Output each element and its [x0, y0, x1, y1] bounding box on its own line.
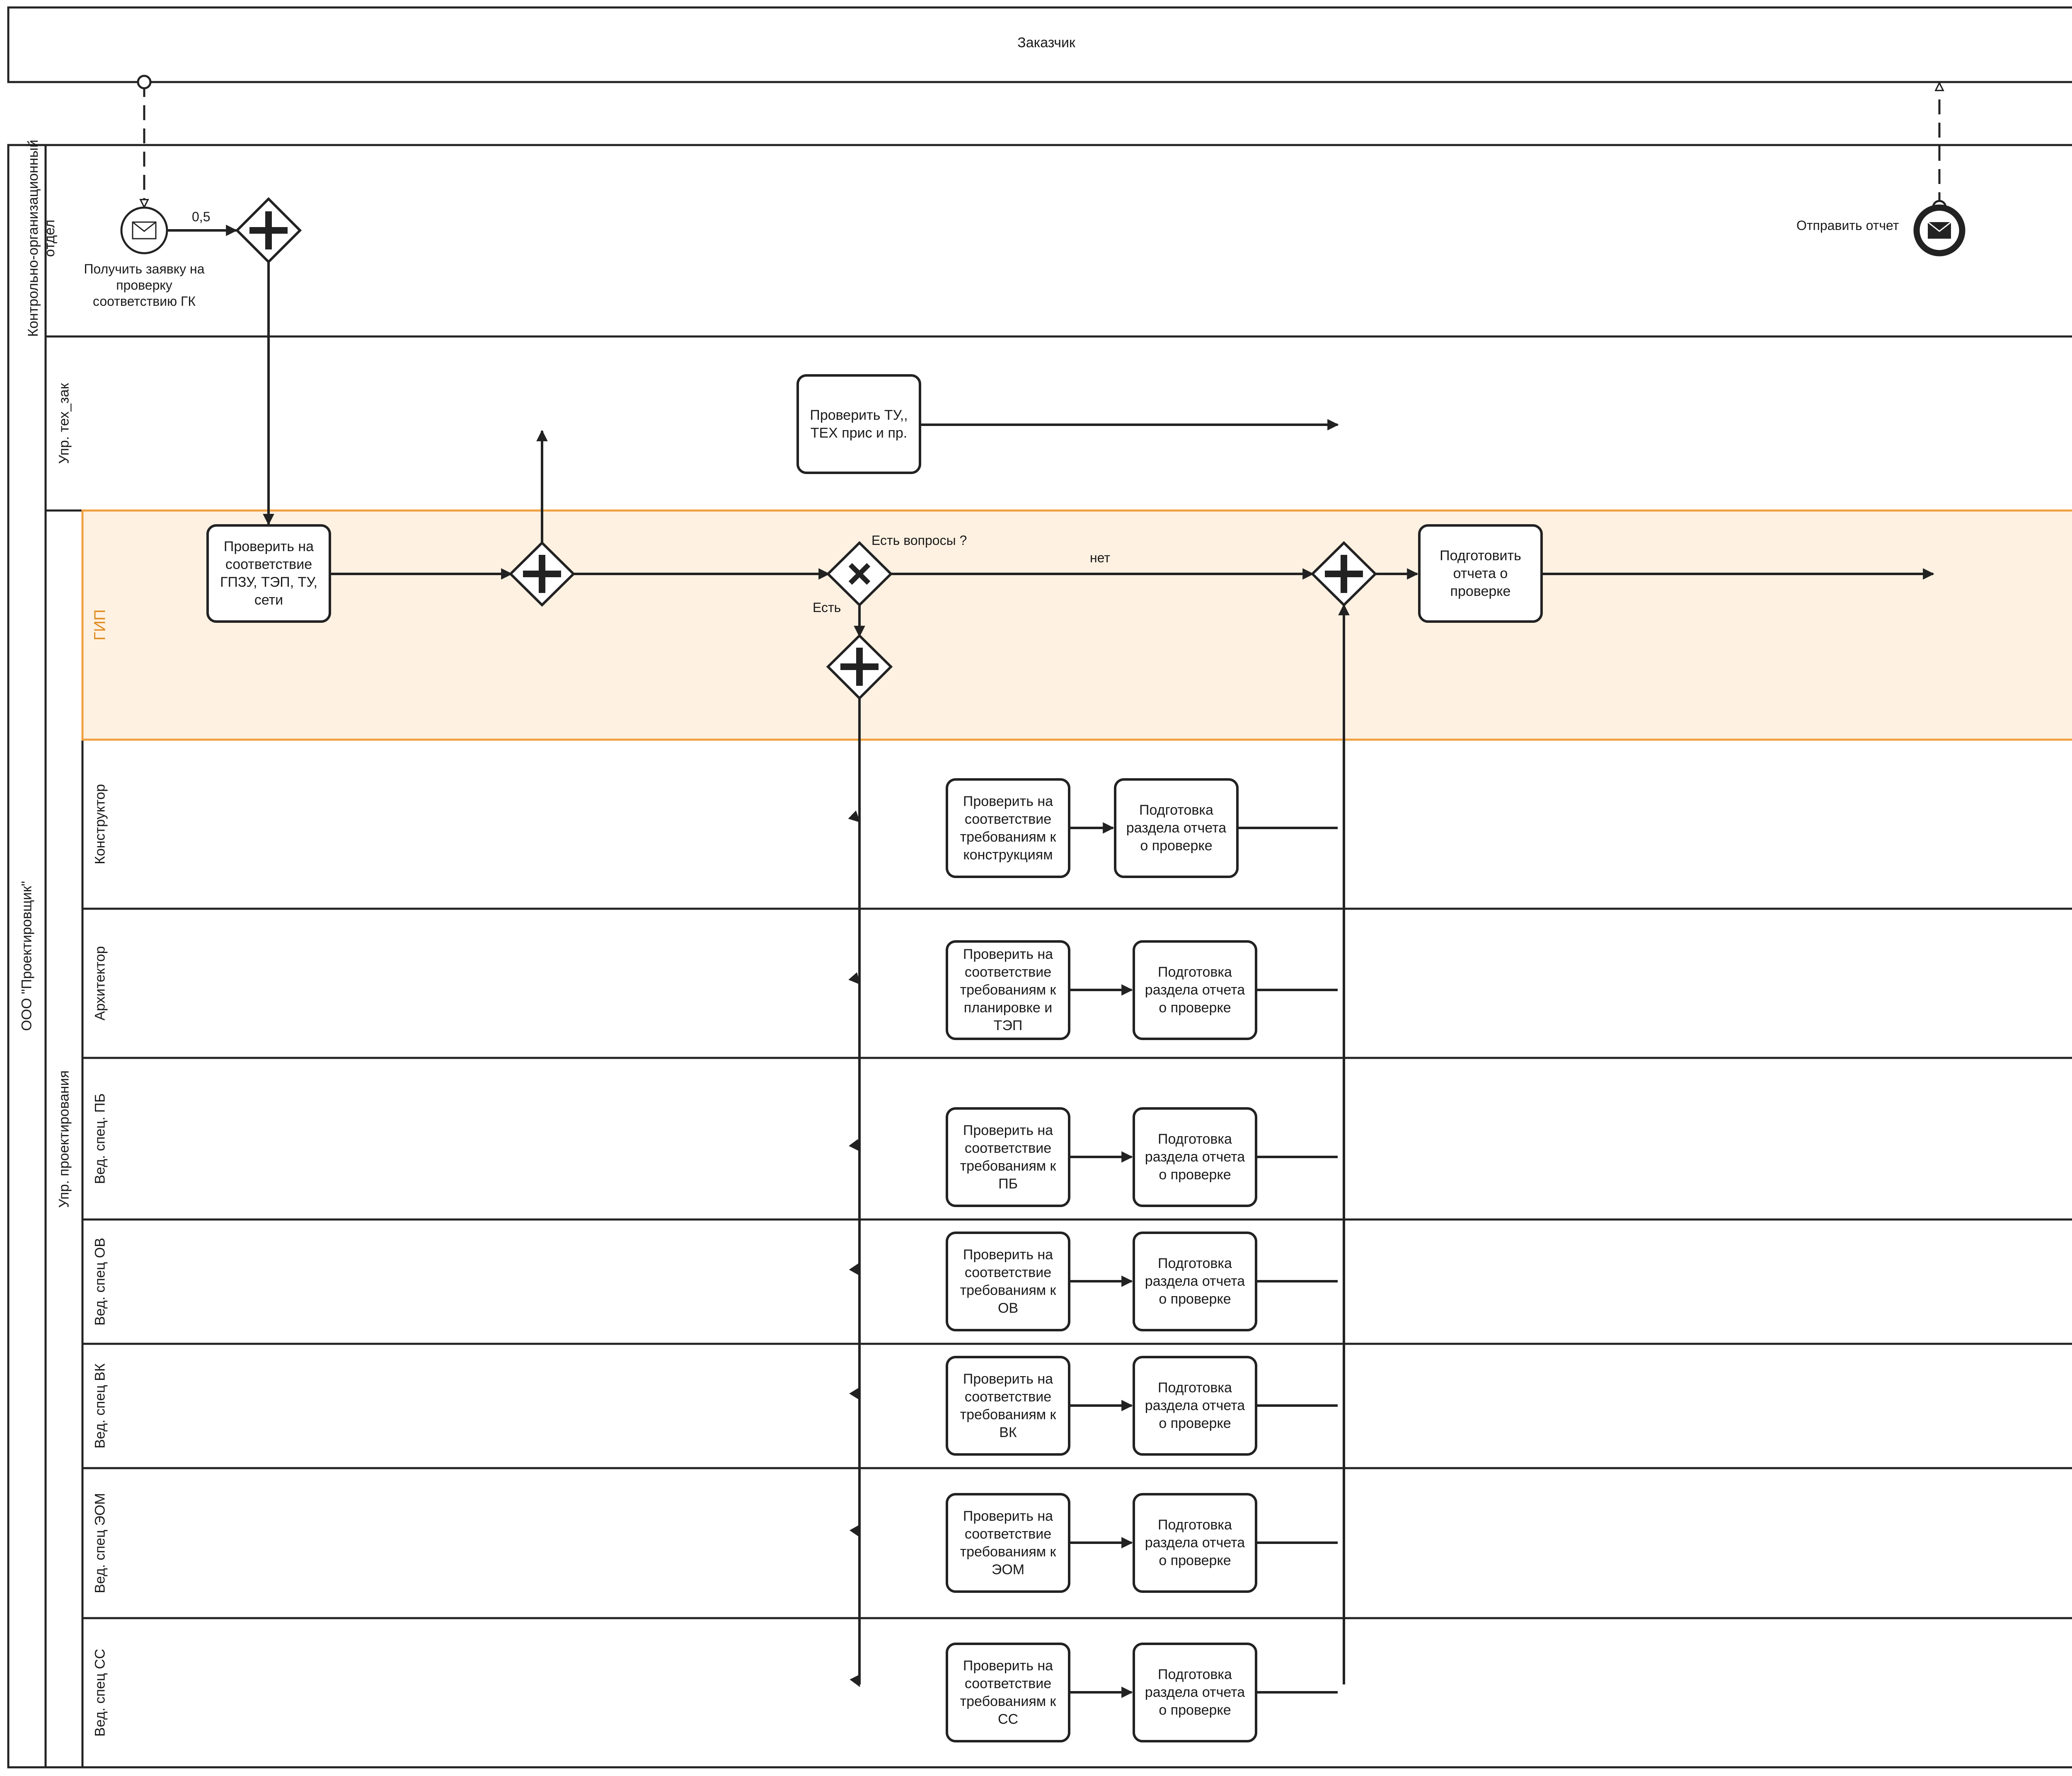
flow-weight-label: 0,5 — [192, 209, 211, 224]
lane-label-control: Контрольно-организационный отдел — [25, 139, 58, 338]
parallel-gateway-gip[interactable] — [508, 541, 576, 607]
lane-label-ov: Вед. спец ОВ — [92, 1238, 108, 1326]
filled-envelope-icon — [1927, 221, 1951, 239]
lane-label-architect: Архитектор — [92, 946, 108, 1021]
task-section-constructor[interactable]: Подготовка раздела отчета о проверке — [1114, 778, 1239, 878]
task-check-gpzu[interactable]: Проверить на соответствие ГПЗУ, ТЭП, ТУ,… — [206, 524, 331, 623]
parallel-gateway-join[interactable] — [1310, 541, 1377, 607]
task-check-vk[interactable]: Проверить на соответствие требованиям к … — [946, 1356, 1070, 1456]
lane-label-pb: Вед. спец. ПБ — [92, 1093, 108, 1184]
task-check-architecture[interactable]: Проверить на соответствие требованиям к … — [946, 940, 1070, 1040]
envelope-icon — [132, 221, 157, 240]
pool-company-label: ООО "Проектировщик" — [19, 881, 35, 1031]
lane-gip[interactable] — [81, 509, 2072, 741]
task-check-ss[interactable]: Проверить на соответствие требованиям к … — [946, 1643, 1070, 1742]
flow-no-label: нет — [1090, 550, 1111, 565]
task-check-eom[interactable]: Проверить на соответствие требованиям к … — [946, 1493, 1070, 1593]
lane-label-gip: ГИП — [91, 609, 109, 641]
task-section-ov[interactable]: Подготовка раздела отчета о проверке — [1133, 1232, 1257, 1331]
lane-label-control-text: Контрольно-организационный отдел — [25, 140, 58, 337]
lane-label-vk: Вед. спец ВК — [92, 1363, 108, 1449]
task-section-architect[interactable]: Подготовка раздела отчета о проверке — [1133, 940, 1257, 1040]
message-flow-origin — [137, 75, 152, 90]
task-check-constructions[interactable]: Проверить на соответствие требованиям к … — [946, 778, 1070, 878]
task-check-pb[interactable]: Проверить на соответствие требованиям к … — [946, 1107, 1070, 1207]
lane-label-ss: Вед. спец СС — [92, 1649, 108, 1737]
task-section-eom[interactable]: Подготовка раздела отчета о проверке — [1133, 1493, 1257, 1593]
lane-label-tech: Упр. тех_зак — [56, 383, 72, 464]
pool-customer-label: Заказчик — [1017, 35, 1075, 51]
gateway-question-label: Есть вопросы ? — [871, 533, 967, 548]
lane-label-eom: Вед. спец ЭОМ — [92, 1493, 108, 1594]
task-section-pb[interactable]: Подготовка раздела отчета о проверке — [1133, 1107, 1257, 1207]
customer-pool[interactable] — [7, 6, 2072, 83]
parallel-gateway-specialists[interactable] — [826, 634, 893, 700]
task-check-tu[interactable]: Проверить ТУ,, ТЕХ прис и пр. — [796, 374, 921, 474]
lane-label-constructor: Конструктор — [92, 784, 108, 864]
task-section-vk[interactable]: Подготовка раздела отчета о проверке — [1133, 1356, 1257, 1456]
flow-yes-label: Есть — [813, 600, 841, 615]
task-prepare-report[interactable]: Подготовить отчета о проверке — [1418, 524, 1543, 623]
exclusive-gateway-questions[interactable] — [826, 541, 893, 607]
lane-label-design: Упр. проектирования — [56, 1070, 72, 1208]
task-section-ss[interactable]: Подготовка раздела отчета о проверке — [1133, 1643, 1257, 1742]
end-event-label: Отправить отчет — [1796, 218, 1899, 233]
specialist-flows — [1070, 822, 1338, 1698]
start-event-label: Получить заявку на проверку соответствию… — [84, 261, 205, 309]
parallel-gateway-split[interactable] — [235, 197, 302, 264]
task-check-ov[interactable]: Проверить на соответствие требованиям к … — [946, 1232, 1070, 1331]
